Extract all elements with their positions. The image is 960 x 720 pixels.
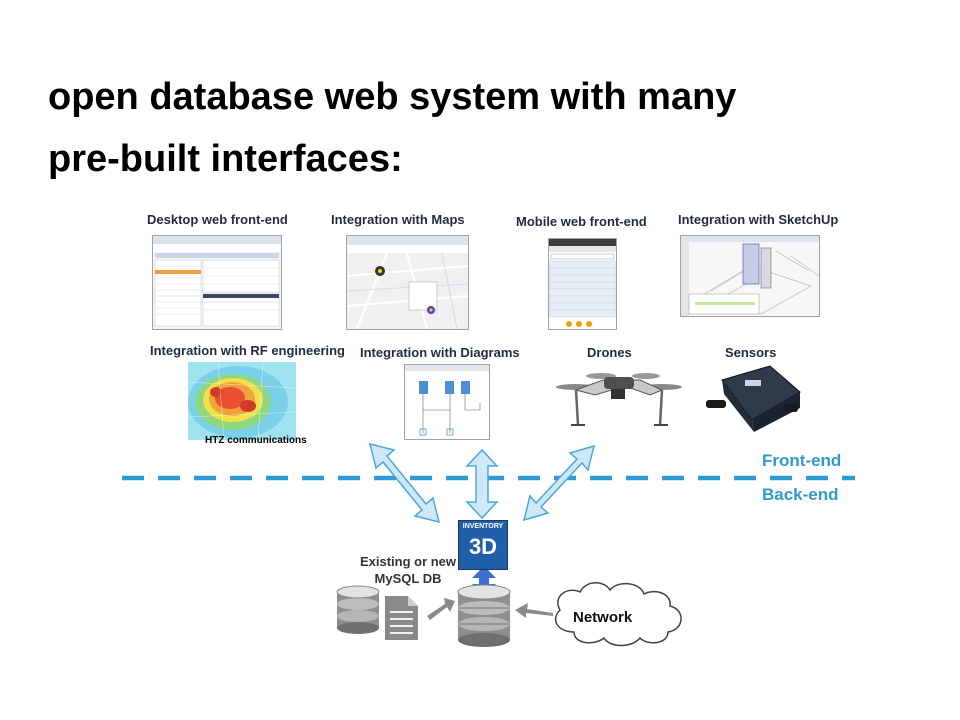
back-end-label: Back-end (762, 485, 839, 504)
document-icon (385, 596, 418, 640)
rf-coverage-map (188, 362, 296, 440)
slide-title: open database web system with many pre-b… (48, 66, 928, 190)
rf-coverage-map-art (188, 362, 296, 440)
label-drones: Drones (587, 345, 632, 360)
db-caption: Existing or new MySQL DB (352, 553, 464, 587)
db-caption-line-1: Existing or new (359, 554, 457, 569)
label-mobile-front-end: Mobile web front-end (516, 214, 647, 229)
label-desktop-front-end: Desktop web front-end (147, 212, 288, 227)
connection-arrows (368, 442, 596, 524)
network-cloud (554, 582, 682, 647)
inventory-3d-logo: INVENTORY 3D (458, 520, 508, 570)
label-sensors: Sensors (725, 345, 777, 360)
rf-caption: HTZ communications (205, 435, 307, 446)
title-line-2: pre-built interfaces: (48, 138, 403, 180)
label-rf-engineering: Integration with RF engineering (150, 343, 345, 358)
arrow-left-interfaces (368, 442, 441, 524)
sketchup-screenshot-art (681, 236, 819, 316)
existing-database-icon (336, 585, 380, 634)
mobile-screenshot-art (549, 239, 616, 327)
network-label: Network (573, 609, 633, 626)
title-line-1: open database web system with many (48, 76, 737, 118)
arrow-center-interfaces (465, 448, 499, 520)
label-maps: Integration with Maps (331, 212, 465, 227)
arrow-right-interfaces (522, 444, 596, 522)
desktop-screenshot-art (153, 236, 281, 327)
front-end-label: Front-end (762, 451, 842, 470)
label-diagrams: Integration with Diagrams (360, 345, 520, 360)
label-sketchup: Integration with SketchUp (678, 212, 839, 227)
arrow-files-to-db (427, 598, 455, 620)
maps-screenshot (346, 235, 469, 330)
diagrams-screenshot-art (405, 365, 489, 436)
desktop-screenshot (152, 235, 282, 330)
arrow-network-to-db (515, 603, 553, 618)
mobile-screenshot (548, 238, 617, 330)
maps-screenshot-art (347, 236, 468, 329)
main-database-icon (457, 584, 511, 647)
db-caption-line-2: MySQL DB (374, 571, 442, 586)
diagrams-screenshot (404, 364, 490, 440)
sketchup-screenshot (680, 235, 820, 317)
logo-line-1: INVENTORY (462, 523, 504, 530)
input-arrows (427, 598, 553, 620)
logo-line-2: 3D (468, 534, 498, 559)
